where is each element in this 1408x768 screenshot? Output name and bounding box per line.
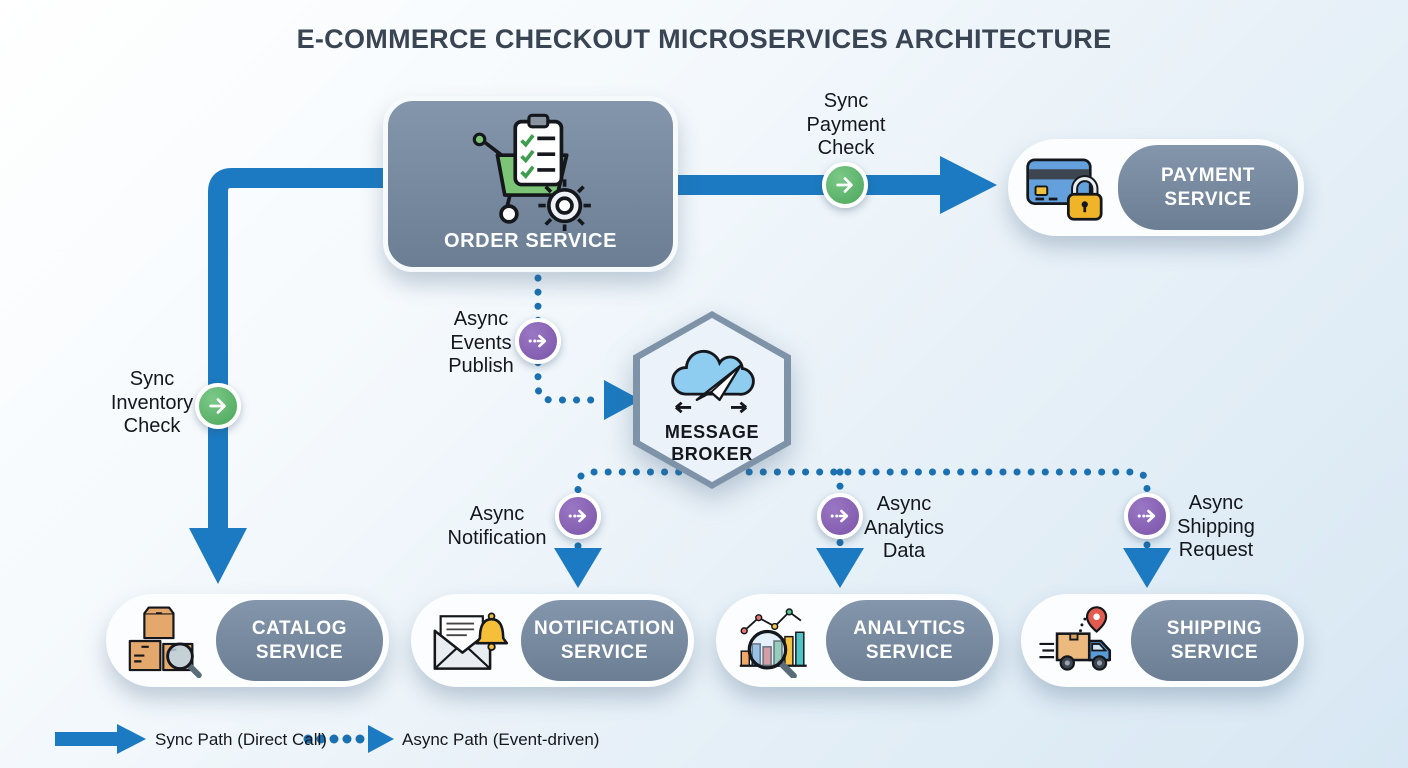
legend-sync-label: Sync Path (Direct Call)	[155, 730, 327, 749]
dotted-arrow-right-icon	[1137, 509, 1156, 523]
dotted-arrow-right-icon	[830, 509, 849, 523]
arrow-right-icon	[209, 398, 226, 414]
async-events-publish-label: Async Events Publish	[448, 308, 514, 378]
legend-async-label: Async Path (Event-driven)	[402, 730, 600, 749]
truck-location-pin-icon	[1027, 600, 1131, 681]
chart-magnifier-icon	[722, 600, 826, 681]
boxes-magnifier-icon	[112, 600, 216, 681]
shipping-service-label: SHIPPING SERVICE	[1166, 618, 1263, 663]
message-broker-node: MESSAGE BROKER	[633, 311, 791, 489]
arrow-right-icon	[836, 177, 853, 193]
catalog-service-body: CATALOG SERVICE	[216, 600, 383, 681]
cart-clipboard-gear-icon	[468, 113, 594, 236]
legend-sync-line	[55, 732, 119, 746]
catalog-service-node: CATALOG SERVICE	[106, 594, 389, 687]
analytics-service-label: ANALYTICS SERVICE	[853, 618, 966, 663]
notification-service-body: NOTIFICATION SERVICE	[521, 600, 688, 681]
sync-line-order-to-catalog	[208, 168, 383, 534]
async-arrowhead-notification	[554, 548, 602, 588]
async-badge-notification	[555, 493, 601, 539]
analytics-service-node: ANALYTICS SERVICE	[716, 594, 999, 687]
async-badge-analytics	[817, 493, 863, 539]
legend-sync-arrowhead	[117, 724, 146, 754]
async-shipping-request-label: Async Shipping Request	[1177, 492, 1255, 562]
credit-card-lock-icon	[1014, 145, 1118, 230]
catalog-service-label: CATALOG SERVICE	[251, 618, 348, 663]
shipping-service-body: SHIPPING SERVICE	[1131, 600, 1298, 681]
hexagon-fill	[640, 318, 784, 482]
sync-inventory-check-label: Sync Inventory Check	[110, 368, 194, 438]
order-service-node: ORDER SERVICE	[383, 96, 678, 272]
async-arrowhead-shipping	[1123, 548, 1171, 588]
async-notification-label: Async Notification	[447, 503, 547, 549]
async-arrowhead-analytics	[816, 548, 864, 588]
legend-async-arrowhead	[368, 725, 394, 753]
async-badge-publish	[515, 318, 561, 364]
async-arrowhead-broker	[604, 380, 641, 420]
analytics-service-body: ANALYTICS SERVICE	[826, 600, 993, 681]
sync-payment-check-label: Sync Payment Check	[806, 90, 886, 160]
message-broker-label: MESSAGE BROKER	[664, 421, 760, 464]
sync-badge-payment	[822, 162, 868, 208]
envelope-bell-icon	[417, 600, 521, 681]
async-badge-shipping	[1124, 493, 1170, 539]
sync-badge-inventory	[195, 383, 241, 429]
sync-arrowhead-catalog	[189, 528, 247, 584]
page-title: E-COMMERCE CHECKOUT MICROSERVICES ARCHIT…	[296, 24, 1112, 54]
dotted-arrow-right-icon	[528, 334, 547, 348]
sync-arrowhead-payment	[940, 156, 997, 214]
notification-service-node: NOTIFICATION SERVICE	[411, 594, 694, 687]
async-line-broker-fanout	[574, 468, 1151, 550]
payment-service-label: PAYMENT SERVICE	[1161, 165, 1255, 210]
shipping-service-node: SHIPPING SERVICE	[1021, 594, 1304, 687]
order-service-label: ORDER SERVICE	[443, 229, 618, 252]
async-analytics-data-label: Async Analytics Data	[863, 493, 945, 563]
cloud-paper-plane-icon	[664, 341, 760, 420]
notification-service-label: NOTIFICATION SERVICE	[534, 618, 675, 663]
payment-service-body: PAYMENT SERVICE	[1118, 145, 1298, 230]
payment-service-node: PAYMENT SERVICE	[1008, 139, 1304, 236]
dotted-arrow-right-icon	[568, 509, 587, 523]
legend-async-line	[303, 734, 365, 744]
